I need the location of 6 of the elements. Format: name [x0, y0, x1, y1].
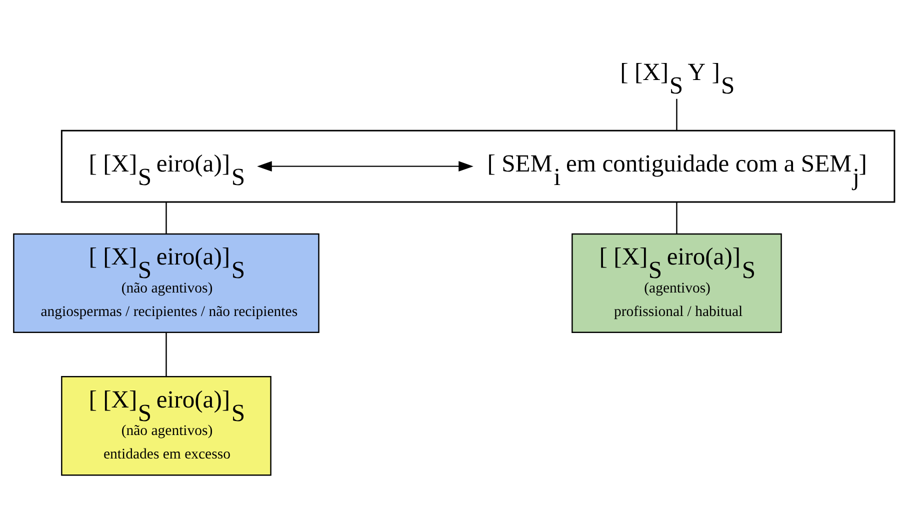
connector [676, 98, 678, 131]
connector [676, 202, 678, 234]
cluster [60, 130, 896, 203]
arrow [257, 161, 474, 172]
connector [166, 332, 167, 376]
connector [166, 202, 167, 234]
